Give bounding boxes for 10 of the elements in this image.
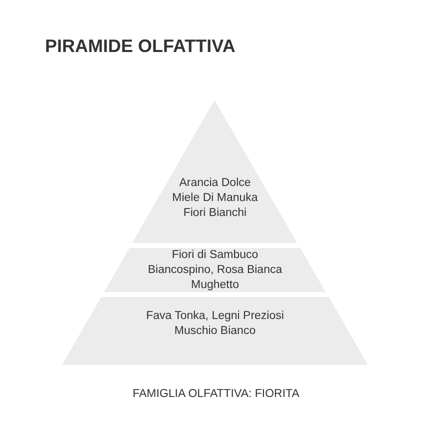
ingredient-text: Biancospino, Rosa Bianca bbox=[148, 262, 282, 278]
ingredient-text: Fava Tonka, Legni Preziosi bbox=[146, 309, 284, 324]
ingredient-text: Fiori di Sambuco bbox=[172, 248, 258, 262]
ingredient-text: Arancia Dolce bbox=[179, 176, 251, 191]
ingredient-text: Fiori Bianchi bbox=[183, 206, 247, 221]
title: PIRAMIDE OLFATTIVA bbox=[45, 36, 236, 57]
ingredient-text: Mughetto bbox=[191, 278, 239, 292]
caption: FAMIGLIA OLFATTIVA: FIORITA bbox=[132, 388, 300, 400]
ingredient-text: Muschio Bianco bbox=[174, 324, 256, 339]
ingredient-text: Miele Di Manuka bbox=[172, 191, 258, 206]
